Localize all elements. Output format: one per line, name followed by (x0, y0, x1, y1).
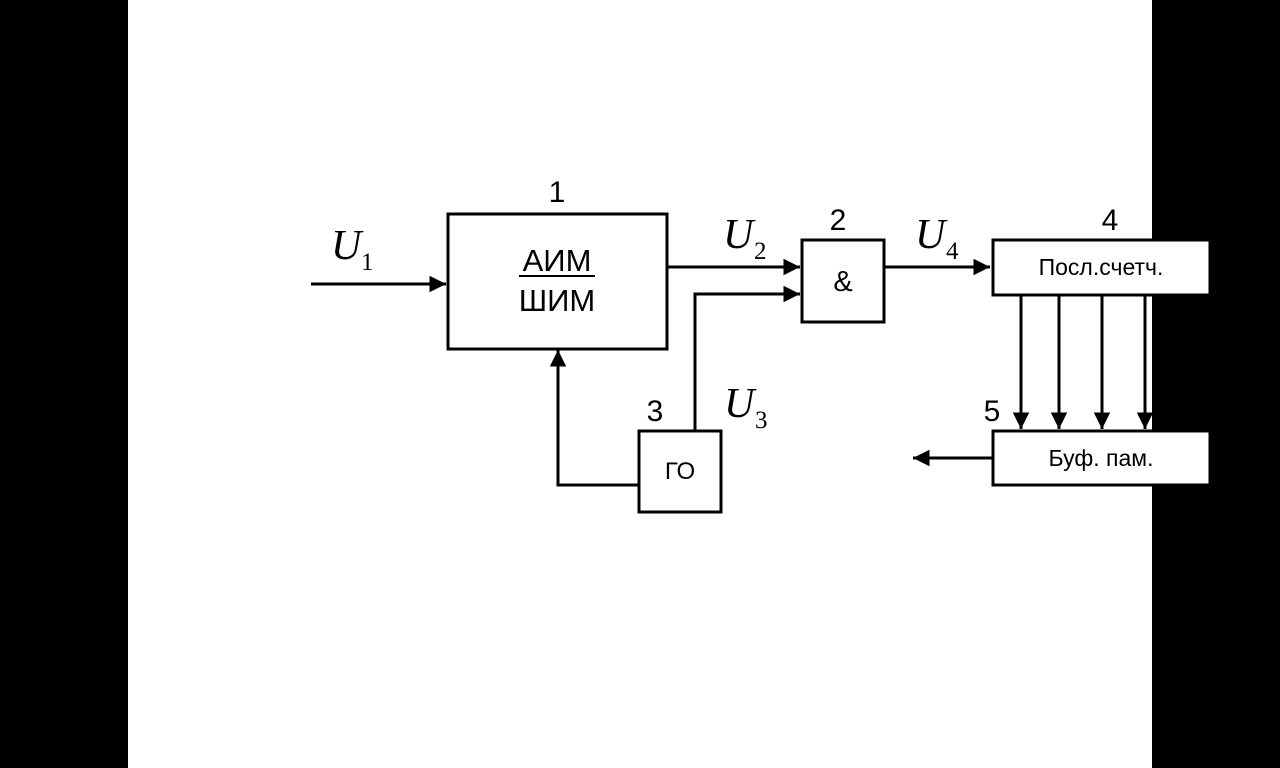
counter-number: 4 (1102, 204, 1119, 237)
signal-u1-sub: 1 (361, 249, 374, 276)
generator-label: ГО (665, 458, 695, 485)
signal-u2-label: U 2 (723, 212, 767, 265)
modulator-label-aim: АИМ (523, 243, 592, 278)
signal-u2-sub: 2 (754, 238, 767, 265)
modulator-label-shim: ШИМ (519, 283, 596, 318)
and-gate-symbol: & (833, 266, 852, 298)
modulator-number: 1 (549, 176, 566, 209)
signal-u2-letter: U (723, 212, 756, 258)
diagram-slide: 1 АИМ ШИМ 2 & 3 ГО 4 Посл.счетч. 5 Буф. … (128, 0, 1212, 768)
u3-wire (693, 285, 800, 430)
generator-block: 3 ГО (637, 395, 723, 514)
parallel-bus (1012, 295, 1192, 429)
and-gate-block: 2 & (800, 204, 886, 324)
signal-u3-letter: U (724, 381, 757, 427)
generator-number: 3 (647, 395, 664, 428)
signal-u3-sub: 3 (755, 407, 768, 434)
signal-u4-letter: U (915, 212, 948, 258)
signal-u1-letter: U (331, 223, 364, 269)
signal-u4-label: U 4 (915, 212, 959, 265)
counter-label: Посл.счетч. (1039, 254, 1164, 280)
counter-block: 4 Посл.счетч. (991, 204, 1212, 297)
modulator-block: 1 АИМ ШИМ (446, 176, 669, 351)
signal-u4-sub: 4 (946, 238, 959, 265)
buffer-block: 5 Буф. пам. (984, 395, 1212, 487)
block-diagram: 1 АИМ ШИМ 2 & 3 ГО 4 Посл.счетч. 5 Буф. … (311, 176, 1212, 514)
buffer-number: 5 (984, 395, 1001, 428)
and-gate-number: 2 (830, 204, 847, 237)
buffer-label: Буф. пам. (1049, 445, 1154, 471)
feedback-wire (549, 350, 639, 487)
signal-u1-label: U 1 (331, 223, 374, 276)
signal-u3-label: U 3 (724, 381, 768, 434)
